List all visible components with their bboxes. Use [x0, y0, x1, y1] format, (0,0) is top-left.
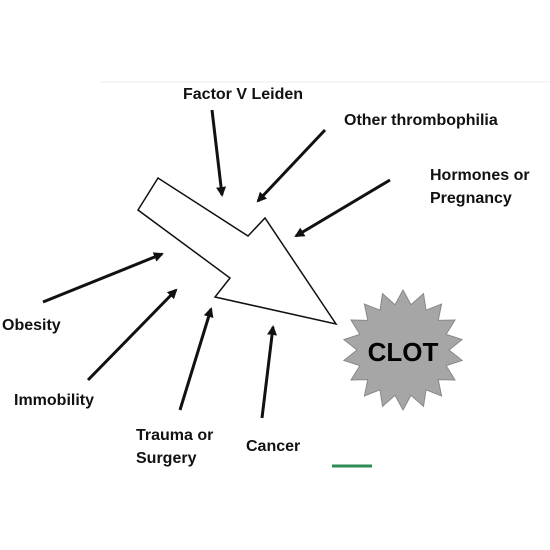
clot-starburst [342, 288, 464, 412]
clot-label: CLOT [368, 337, 439, 367]
arrow-hormones [294, 178, 391, 238]
arrow-immobility [86, 288, 178, 382]
big-arrow [136, 176, 338, 326]
arrow-other-thrombophilia [256, 128, 327, 203]
arrow-cancer [260, 325, 278, 419]
label-trauma-line1: Trauma or [136, 427, 213, 444]
arrow-factor-v-leiden [210, 109, 227, 197]
label-cancer: Cancer [246, 438, 300, 455]
arrow-trauma [178, 307, 214, 411]
label-immobility: Immobility [14, 392, 94, 409]
label-obesity: Obesity [2, 317, 61, 334]
label-factor-v-leiden: Factor V Leiden [183, 86, 303, 103]
arrow-obesity [42, 252, 164, 304]
label-hormones-line1: Hormones or [430, 167, 530, 184]
label-trauma-line2: Surgery [136, 450, 197, 467]
label-other-thrombophilia: Other thrombophilia [344, 112, 498, 129]
label-hormones-line2: Pregnancy [430, 190, 512, 207]
